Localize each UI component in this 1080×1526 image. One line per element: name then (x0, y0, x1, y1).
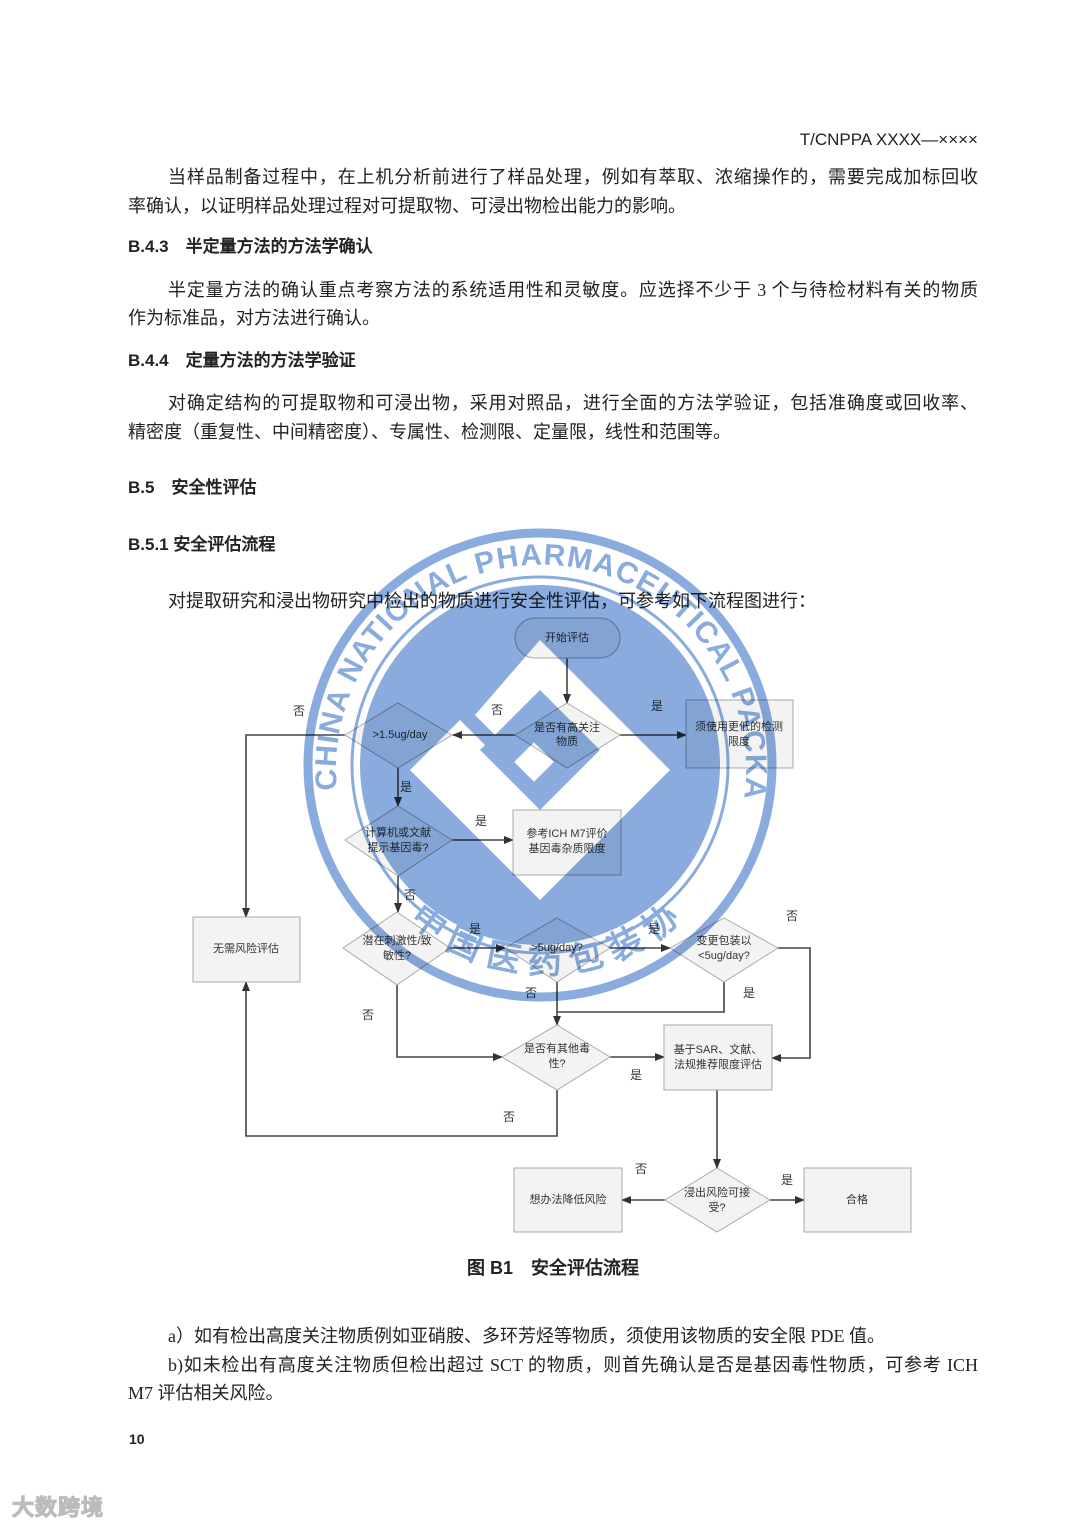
section-heading-b44: B.4.4 定量方法的方法学验证 (128, 351, 356, 370)
svg-text:潜在刺激性/致: 潜在刺激性/致 (362, 933, 431, 947)
svg-text:限度: 限度 (728, 734, 750, 748)
svg-text:否: 否 (503, 1110, 515, 1124)
corner-watermark-logo: 大数跨境 (11, 1495, 105, 1521)
decision-high-concern: 是否有高关注 物质 (514, 702, 621, 769)
paragraph-line: 对确定结构的可提取物和可浸出物，采用对照品，进行全面的方法学验证，包括准确度或回… (168, 393, 978, 413)
svg-text:性?: 性? (548, 1056, 565, 1070)
svg-text:物质: 物质 (556, 734, 578, 748)
svg-text:合格: 合格 (846, 1192, 868, 1206)
svg-text:是: 是 (475, 814, 487, 828)
svg-text:是: 是 (400, 780, 412, 794)
page-number: 10 (129, 1431, 145, 1447)
decision-irritant: 潜在刺激性/致 敏性? (342, 911, 451, 986)
svg-text:须使用更低的检测: 须使用更低的检测 (695, 719, 783, 733)
start-node: 开始评估 (514, 617, 621, 659)
svg-text:提示基因毒?: 提示基因毒? (367, 841, 428, 854)
svg-text:敏性?: 敏性? (383, 948, 411, 962)
box-lower-detection-limit: 须使用更低的检测 限度 (685, 699, 794, 769)
svg-text:否: 否 (293, 704, 305, 718)
svg-text:是: 是 (648, 922, 660, 936)
paragraph-line: 作为标准品，对方法进行确认。 (128, 308, 380, 328)
svg-text:<5ug/day?: <5ug/day? (698, 950, 750, 962)
svg-text:是: 是 (781, 1173, 793, 1187)
paragraph-line: 率确认，以证明样品处理过程对可提取物、可浸出物检出能力的影响。 (128, 196, 686, 216)
box-ich-m7: 参考ICH M7评价 基因毒杂质限度 (512, 809, 622, 876)
svg-text:否: 否 (362, 1008, 374, 1022)
svg-text:否: 否 (491, 703, 503, 717)
note-line: b)如未检出有高度关注物质但检出超过 SCT 的物质，则首先确认是否是基因毒性物… (168, 1355, 978, 1375)
svg-text:是否有其他毒: 是否有其他毒 (524, 1041, 590, 1055)
svg-text:>1.5ug/day: >1.5ug/day (373, 729, 428, 741)
paragraph-line: 当样品制备过程中，在上机分析前进行了样品处理，例如有萃取、浓缩操作的，需要完成加… (168, 167, 978, 187)
decision-genotoxic: 计算机或文献 提示基因毒? (344, 805, 453, 877)
svg-text:否: 否 (404, 888, 416, 902)
decision-5ug: >5ug/day? (504, 917, 611, 983)
svg-text:开始评估: 开始评估 (545, 630, 589, 644)
svg-text:基于SAR、文献、: 基于SAR、文献、 (674, 1042, 763, 1056)
decision-1-5ug: >1.5ug/day (344, 702, 453, 769)
paragraph-line: 半定量方法的确认重点考察方法的系统适用性和灵敏度。应选择不少于 3 个与待检材料… (168, 280, 978, 300)
box-pass: 合格 (803, 1167, 912, 1233)
svg-text:受?: 受? (708, 1201, 725, 1214)
svg-text:是: 是 (469, 922, 481, 936)
box-no-risk-assessment: 无需风险评估 (192, 916, 301, 983)
box-sar-assessment: 基于SAR、文献、 法规推荐限度评估 (663, 1024, 773, 1091)
decision-acceptable: 浸出风险可接 受? (664, 1167, 771, 1233)
box-reduce-risk: 想办法降低风险 (513, 1167, 623, 1233)
svg-text:否: 否 (635, 1162, 647, 1176)
svg-text:是: 是 (743, 986, 755, 1000)
section-heading-b43: B.4.3 半定量方法的方法学确认 (128, 237, 373, 256)
section-heading-b5: B.5 安全性评估 (128, 478, 257, 497)
svg-text:>5ug/day?: >5ug/day? (531, 942, 583, 954)
note-line: a）如有检出高度关注物质例如亚硝胺、多环芳烃等物质，须使用该物质的安全限 PDE… (168, 1326, 885, 1346)
svg-text:是否有高关注: 是否有高关注 (534, 720, 600, 734)
svg-text:否: 否 (525, 986, 537, 1000)
svg-text:否: 否 (786, 909, 798, 923)
svg-text:参考ICH M7评价: 参考ICH M7评价 (526, 826, 607, 840)
svg-text:计算机或文献: 计算机或文献 (365, 825, 431, 839)
paragraph-line: 精密度（重复性、中间精密度）、专属性、检测限、定量限，线性和范围等。 (128, 422, 731, 442)
svg-text:变更包装以: 变更包装以 (697, 933, 752, 947)
svg-text:法规推荐限度评估: 法规推荐限度评估 (674, 1057, 762, 1071)
svg-text:无需风险评估: 无需风险评估 (213, 941, 279, 955)
svg-text:是: 是 (651, 699, 663, 713)
decision-change-packaging: 变更包装以 <5ug/day? (669, 917, 779, 983)
svg-text:浸出风险可接: 浸出风险可接 (684, 1185, 750, 1199)
svg-text:是: 是 (630, 1068, 642, 1082)
document-code: T/CNPPA XXXX—×××× (799, 130, 978, 149)
section-heading-b51: B.5.1 安全评估流程 (128, 535, 276, 554)
svg-text:基因毒杂质限度: 基因毒杂质限度 (529, 841, 606, 855)
figure-caption: 图 B1 安全评估流程 (466, 1258, 639, 1278)
note-line: M7 评估相关风险。 (128, 1383, 284, 1403)
decision-other-toxicity: 是否有其他毒 性? (501, 1024, 611, 1091)
svg-text:想办法降低风险: 想办法降低风险 (530, 1192, 607, 1206)
